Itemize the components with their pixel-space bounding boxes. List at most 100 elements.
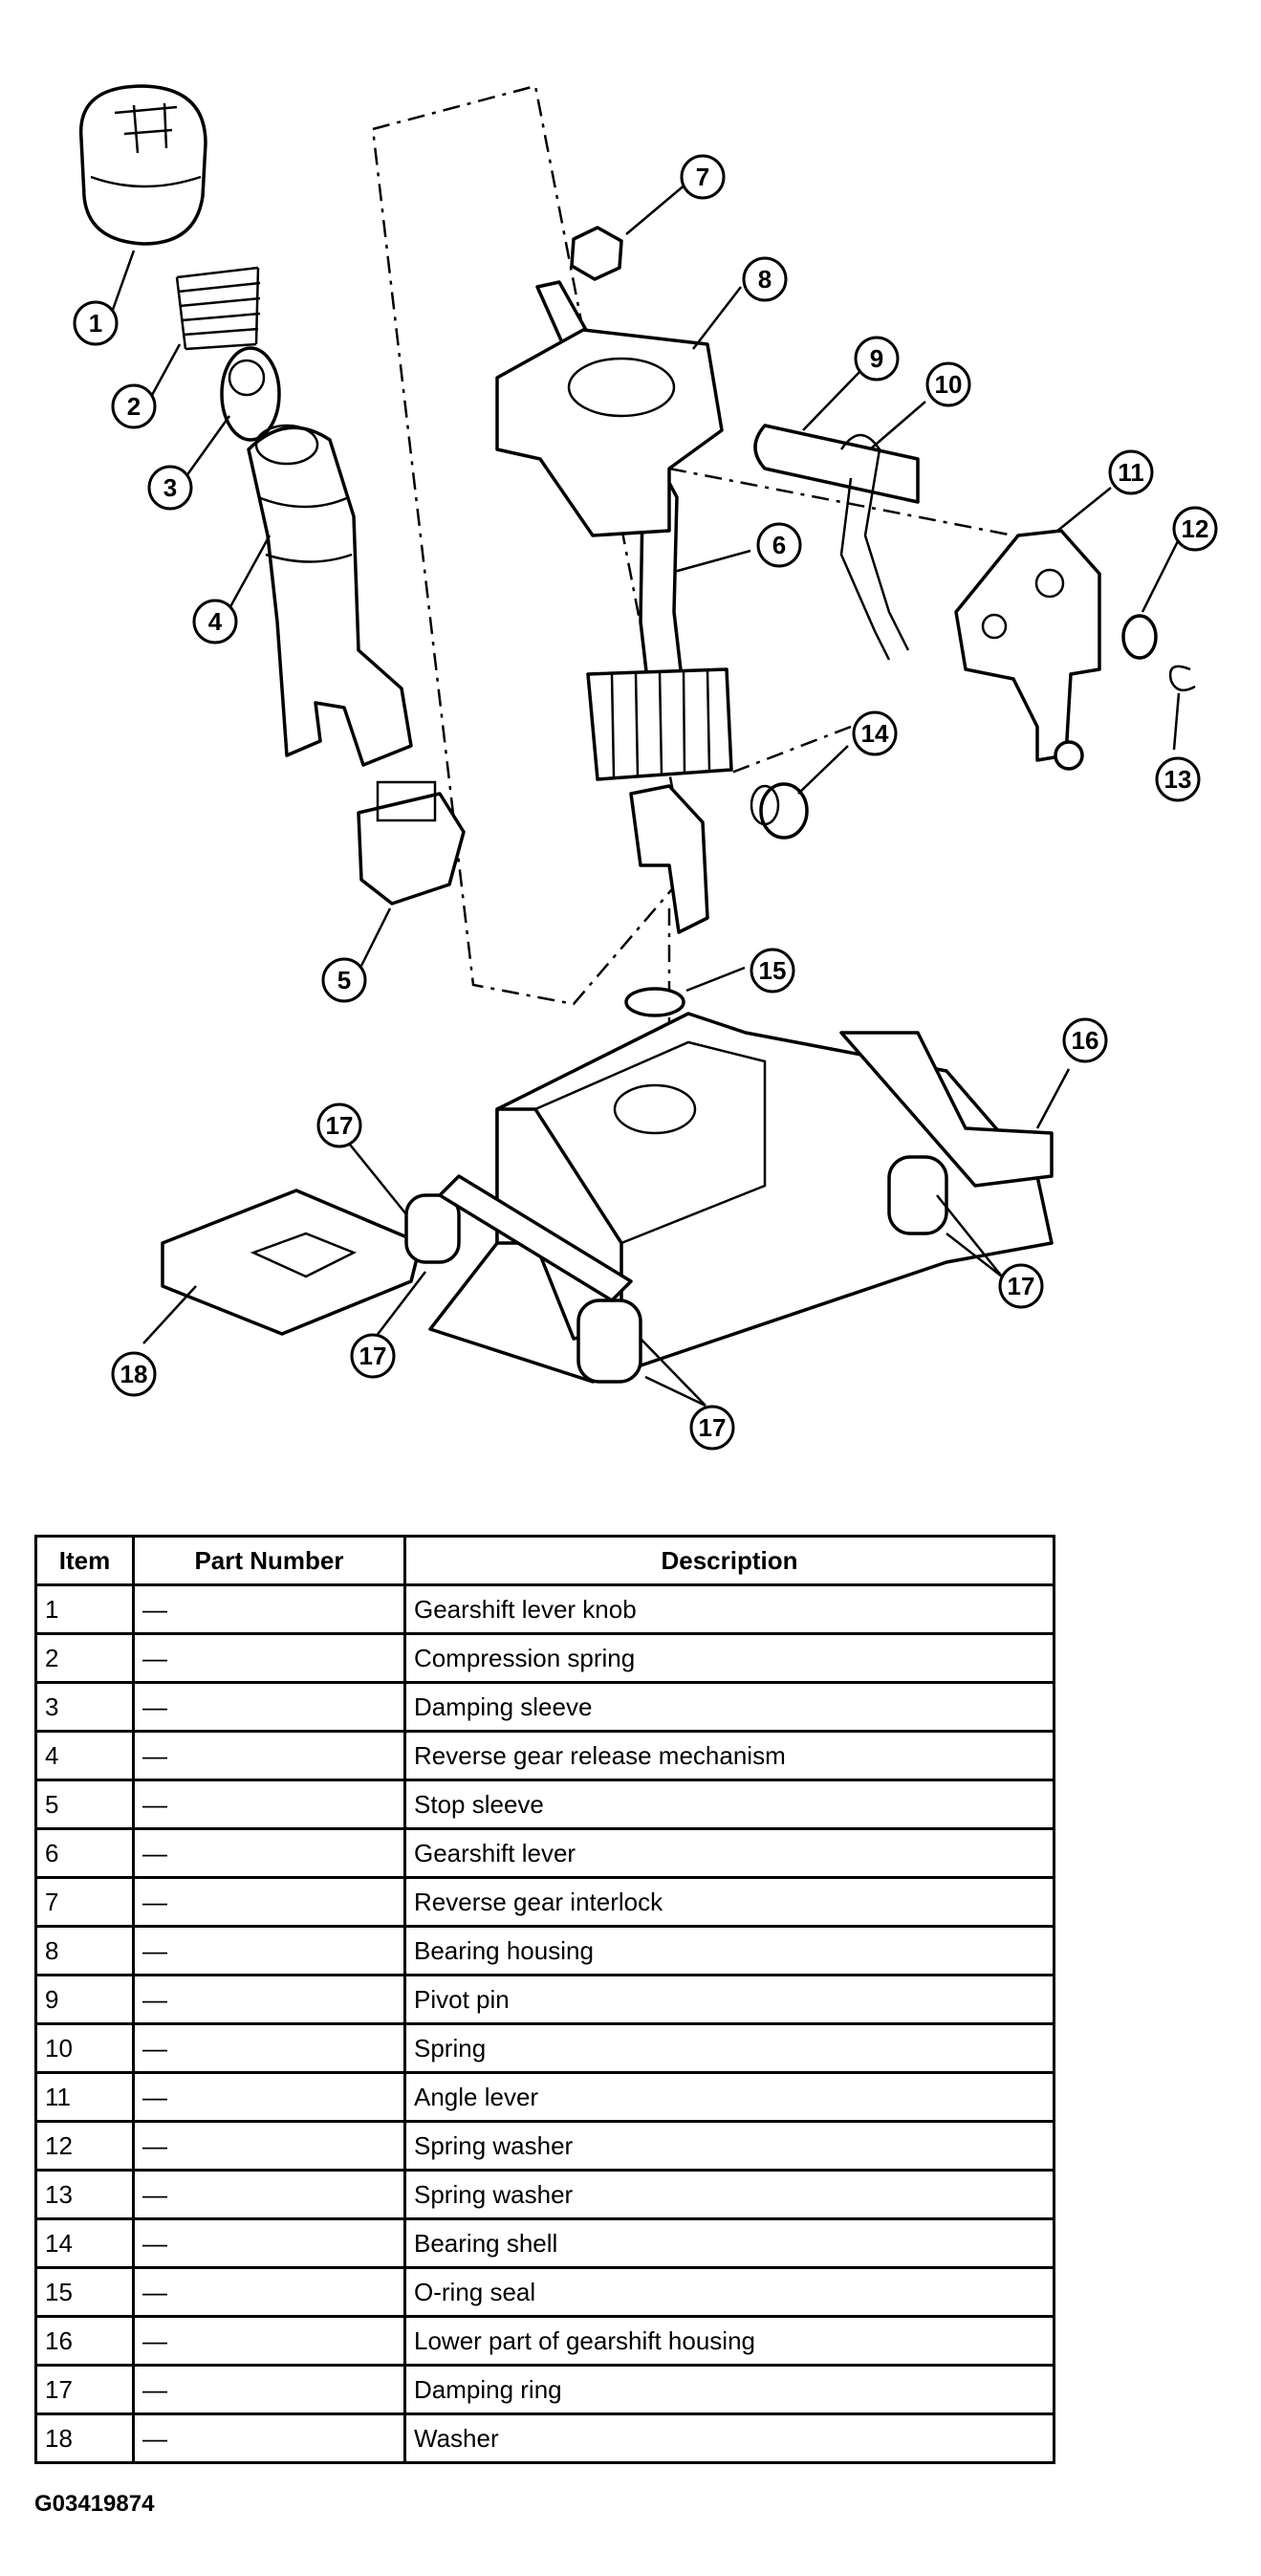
callout-13: 13: [1155, 756, 1201, 802]
compression-spring: [175, 266, 261, 351]
description-cell: Angle lever: [403, 2071, 1055, 2123]
leader-lines: [107, 183, 1181, 1408]
description-cell: Spring washer: [403, 2120, 1055, 2172]
part-number-cell: —: [132, 2071, 406, 2123]
table-row: 6—Gearshift lever: [34, 1827, 1055, 1879]
description-cell: Reverse gear interlock: [403, 1876, 1055, 1928]
lever-ring-assembly: [586, 667, 733, 934]
bearing-housing: [495, 328, 724, 537]
callout-15: 15: [750, 948, 795, 993]
part-number-cell: —: [132, 1925, 406, 1976]
callout-17b: 17: [350, 1333, 396, 1379]
figure-code: G03419874: [34, 2491, 155, 2517]
svg-text:17: 17: [326, 1111, 354, 1140]
svg-text:7: 7: [696, 163, 709, 191]
part-number-cell: —: [132, 1681, 406, 1733]
item-cell: 15: [34, 2266, 135, 2318]
table-row: 8—Bearing housing: [34, 1925, 1055, 1976]
table-row: 2—Compression spring: [34, 1632, 1055, 1684]
svg-text:16: 16: [1072, 1026, 1099, 1055]
item-cell: 5: [34, 1779, 135, 1830]
table-row: 4—Reverse gear release mechanism: [34, 1730, 1055, 1781]
svg-text:18: 18: [120, 1360, 148, 1388]
table-row: 9—Pivot pin: [34, 1974, 1055, 2025]
gearshift-lever-knob: [78, 84, 207, 246]
item-cell: 14: [34, 2217, 135, 2269]
spring-washer-13: [1168, 665, 1196, 692]
table-header-row: Item Part Number Description: [34, 1535, 1055, 1586]
assembly-axis: [667, 467, 1014, 1100]
description-cell: Damping ring: [403, 2364, 1055, 2415]
part-number-cell: —: [132, 2217, 406, 2269]
svg-text:5: 5: [337, 966, 351, 994]
part-number-cell: —: [132, 1779, 406, 1830]
reverse-gear-release-mechanism: [247, 424, 413, 767]
pivot-pin: [753, 424, 920, 504]
svg-text:4: 4: [208, 607, 223, 636]
table-row: 14—Bearing shell: [34, 2217, 1055, 2269]
callout-3: 3: [147, 465, 193, 511]
item-cell: 17: [34, 2364, 135, 2415]
part-number-cell: —: [132, 1876, 406, 1928]
part-number-cell: —: [132, 1974, 406, 2025]
description-cell: Bearing housing: [403, 1925, 1055, 1976]
description-cell: Pivot pin: [403, 1974, 1055, 2025]
lower-gearshift-housing: [428, 1012, 1054, 1384]
table-row: 5—Stop sleeve: [34, 1779, 1055, 1830]
item-cell: 2: [34, 1632, 135, 1684]
item-cell: 10: [34, 2022, 135, 2074]
item-cell: 3: [34, 1681, 135, 1733]
reverse-gear-interlock: [570, 226, 623, 281]
table-row: 13—Spring washer: [34, 2169, 1055, 2220]
part-number-cell: —: [132, 1632, 406, 1684]
table-row: 3—Damping sleeve: [34, 1681, 1055, 1733]
table-row: 12—Spring washer: [34, 2120, 1055, 2172]
callout-12: 12: [1172, 506, 1218, 552]
svg-text:8: 8: [758, 265, 772, 294]
item-cell: 13: [34, 2169, 135, 2220]
callout-17d: 17: [998, 1263, 1044, 1309]
exploded-view-diagram: 1 2 3 4 5 6 7 8 9 10 11 12 13 14 15 16 1…: [73, 84, 1218, 1451]
description-cell: Bearing shell: [403, 2217, 1055, 2269]
header-part-number: Part Number: [132, 1535, 406, 1586]
part-number-cell: —: [132, 2022, 406, 2074]
washer-plate: [161, 1189, 423, 1336]
pivot-spring: [839, 433, 910, 661]
callout-5: 5: [321, 957, 367, 1003]
item-cell: 9: [34, 1974, 135, 2025]
header-description: Description: [403, 1535, 1055, 1586]
description-cell: Reverse gear release mechanism: [403, 1730, 1055, 1781]
callout-6: 6: [756, 522, 802, 568]
item-cell: 12: [34, 2120, 135, 2172]
description-cell: Gearshift lever: [403, 1827, 1055, 1879]
spring-washer-12: [1121, 614, 1158, 660]
callout-4: 4: [192, 599, 238, 644]
item-cell: 8: [34, 1925, 135, 1976]
svg-text:10: 10: [935, 370, 963, 399]
callout-14: 14: [852, 710, 898, 756]
callout-7: 7: [680, 154, 726, 200]
svg-text:15: 15: [759, 956, 787, 985]
header-item: Item: [34, 1535, 135, 1586]
description-cell: Washer: [403, 2412, 1055, 2464]
description-cell: Spring: [403, 2022, 1055, 2074]
part-number-cell: —: [132, 2315, 406, 2367]
damping-ring-group: [404, 1155, 948, 1384]
table-row: 11—Angle lever: [34, 2071, 1055, 2123]
svg-text:17: 17: [1008, 1272, 1035, 1300]
part-number-cell: —: [132, 1827, 406, 1879]
table-row: 18—Washer: [34, 2412, 1055, 2464]
description-cell: Spring washer: [403, 2169, 1055, 2220]
callout-11: 11: [1108, 449, 1154, 495]
item-cell: 1: [34, 1583, 135, 1635]
svg-text:9: 9: [870, 344, 883, 373]
svg-text:1: 1: [89, 309, 102, 338]
svg-text:2: 2: [127, 392, 141, 421]
svg-text:13: 13: [1164, 765, 1192, 794]
callout-17c: 17: [689, 1405, 735, 1451]
callout-18: 18: [111, 1351, 157, 1397]
part-number-cell: —: [132, 2412, 406, 2464]
part-number-cell: —: [132, 2169, 406, 2220]
table-row: 10—Spring: [34, 2022, 1055, 2074]
callout-9: 9: [854, 336, 900, 382]
